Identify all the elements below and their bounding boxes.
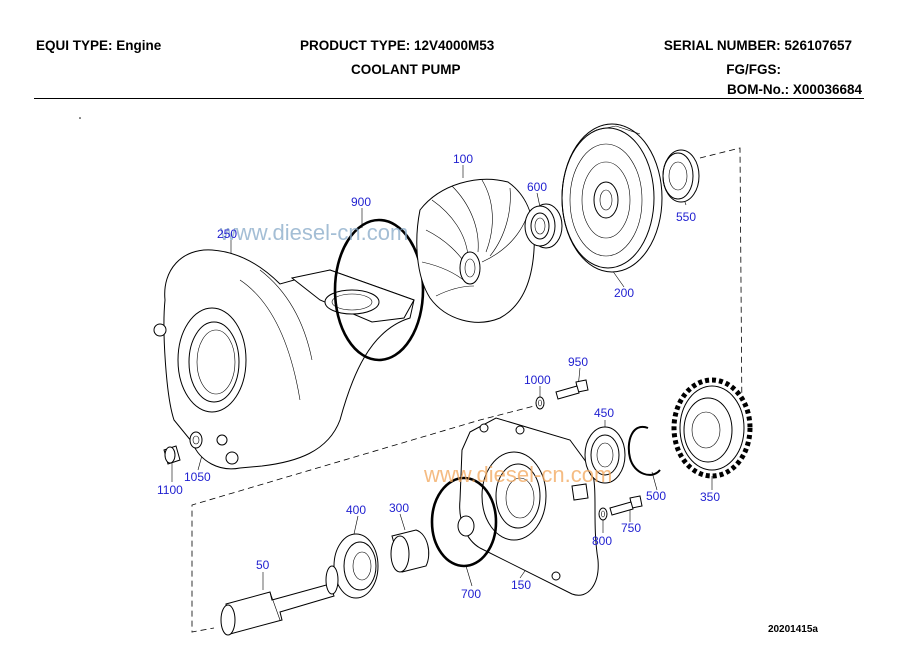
part-600-mechanical-seal: [524, 203, 563, 249]
part-750-screw: [609, 495, 643, 516]
header-divider: [34, 98, 864, 99]
callout-50: 50: [256, 558, 270, 572]
callout-450: 450: [594, 406, 614, 420]
callout-350: 350: [700, 490, 720, 504]
callout-1050: 1050: [184, 470, 211, 484]
callout-200: 200: [614, 286, 634, 300]
part-200-pump-cover: [561, 123, 663, 273]
serial-number-label: SERIAL NUMBER: 526107657: [663, 38, 852, 53]
callout-800: 800: [592, 534, 612, 548]
watermark-middle: www.diesel-cn.com: [423, 462, 612, 487]
part-100-impeller: [416, 178, 535, 323]
part-150-bearing-housing: [457, 417, 599, 596]
callout-150: 150: [511, 578, 531, 592]
part-900-o-ring: [333, 218, 425, 362]
part-400-roller-bearing: [333, 533, 379, 599]
part-300-sleeve: [390, 529, 430, 573]
callout-400: 400: [346, 503, 366, 517]
page-title: COOLANT PUMP: [351, 62, 461, 77]
stray-dot: [79, 117, 81, 119]
watermark-top: www.diesel-cn.com: [219, 220, 408, 245]
callout-1100: 1100: [157, 483, 183, 497]
document-number: 20201415a: [767, 624, 818, 635]
callout-600: 600: [527, 180, 547, 194]
callout-950: 950: [568, 355, 588, 369]
equi-type-label: EQUI TYPE: Engine: [36, 38, 162, 53]
callout-550: 550: [676, 210, 696, 224]
part-500-retaining-ring: [627, 425, 661, 476]
bom-number-label: BOM-No.: X00036684: [726, 82, 862, 97]
callout-1000: 1000: [524, 373, 551, 387]
part-1100-plug: [163, 445, 181, 465]
callout-250: 250: [217, 227, 237, 241]
part-350-gear-wheel: [671, 377, 753, 479]
callout-900: 900: [351, 195, 371, 209]
part-800-washer: [598, 507, 608, 521]
callout-700: 700: [461, 587, 481, 601]
part-50-pump-shaft: [220, 565, 339, 636]
part-450-ball-bearing: [584, 426, 626, 484]
callout-500: 500: [646, 489, 666, 503]
callout-300: 300: [389, 501, 409, 515]
part-550-seal-ring: [662, 149, 700, 203]
callout-100: 100: [453, 152, 473, 166]
part-1050-sealing-ring: [189, 431, 203, 449]
part-1000-washer: [535, 396, 545, 410]
callout-750: 750: [621, 521, 641, 535]
product-type-label: PRODUCT TYPE: 12V4000M53: [300, 38, 495, 53]
part-950-screw: [555, 379, 589, 400]
part-700-o-ring: [430, 476, 498, 568]
part-250-pump-housing: [153, 249, 415, 470]
assembly-dash-outline: [191, 147, 743, 633]
fg-fgs-label: FG/FGS:: [726, 62, 781, 77]
